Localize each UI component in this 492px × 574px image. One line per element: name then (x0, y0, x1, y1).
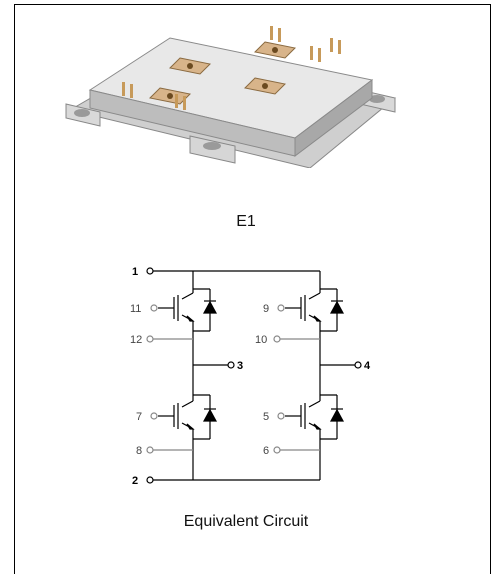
terminal-label-11: 11 (130, 303, 141, 315)
circuit-caption: Equivalent Circuit (183, 513, 309, 530)
package-caption: E1 (236, 213, 256, 230)
igbt-module-package-image (65, 26, 397, 168)
terminal-label-6: 6 (263, 445, 269, 457)
terminal-label-10: 10 (255, 334, 267, 346)
terminal-label-5: 5 (263, 411, 269, 423)
terminal-label-2: 2 (132, 475, 138, 487)
terminal-label-12: 12 (130, 334, 142, 346)
document-frame (14, 4, 491, 574)
terminal-label-3: 3 (237, 360, 243, 372)
terminal-label-4: 4 (364, 360, 371, 372)
terminal-label-1: 1 (132, 266, 138, 278)
terminal-label-8: 8 (136, 445, 142, 457)
terminal-label-9: 9 (263, 303, 269, 315)
terminal-label-7: 7 (136, 411, 142, 423)
equivalent-circuit-diagram: 1 2 3 4 11 12 7 8 9 10 5 6 (130, 266, 371, 487)
